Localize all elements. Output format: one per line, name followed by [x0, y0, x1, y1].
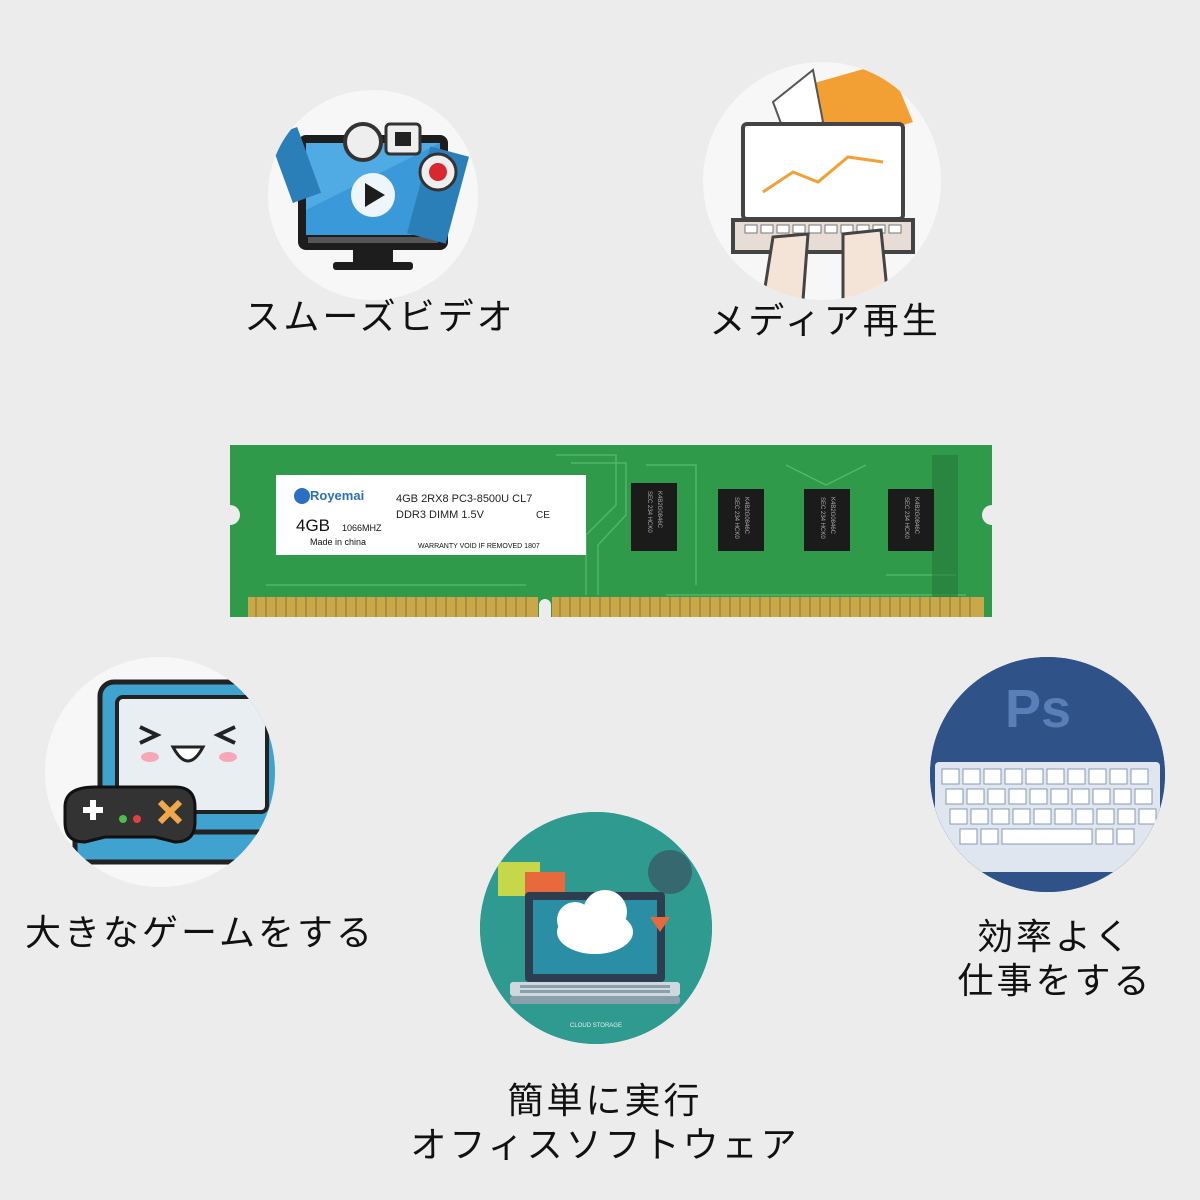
ram-spec-line2: DDR3 DIMM 1.5V	[396, 509, 485, 521]
svg-text:K4B2G0846C: K4B2G0846C	[829, 497, 835, 535]
efficient-work-icon-circle: Ps	[930, 657, 1165, 892]
ps-logo-text: Ps	[1005, 679, 1071, 739]
smooth-video-caption: スムーズビデオ	[244, 297, 516, 338]
video-player-icon	[268, 122, 469, 270]
svg-text:SEC 234 HCK0: SEC 234 HCK0	[819, 497, 825, 539]
media-playback-icon-circle	[703, 62, 941, 300]
ram-contacts-right	[552, 597, 984, 617]
svg-text:SEC 234 HCK0: SEC 234 HCK0	[733, 497, 739, 539]
big-games-caption: 大きなゲームをする	[25, 913, 375, 954]
cloud-laptop-icon: CLOUD STORAGE	[480, 812, 712, 1044]
ram-chip-2: SEC 234 HCK0 K4B2G0846C	[718, 489, 764, 551]
svg-text:SEC 234 HCK0: SEC 234 HCK0	[646, 491, 652, 533]
ram-origin: Made in china	[310, 537, 366, 547]
ram-module: Royemai 4GB 2RX8 PC3-8500U CL7 DDR3 DIMM…	[226, 445, 996, 620]
ram-warranty: WARRANTY VOID IF REMOVED 1807	[418, 543, 540, 550]
photoshop-keyboard-icon: Ps	[930, 657, 1165, 892]
svg-text:K4B2G0846C: K4B2G0846C	[743, 497, 749, 535]
ram-frequency: 1066MHZ	[342, 523, 382, 533]
smooth-video-icon-circle	[268, 90, 478, 300]
ram-contacts-left	[248, 597, 538, 617]
ram-chip-3: SEC 234 HCK0 K4B2G0846C	[804, 489, 850, 551]
office-software-icon-circle: CLOUD STORAGE	[480, 812, 712, 1044]
ram-cert-marks: CE	[536, 510, 550, 521]
laptop-typing-icon	[731, 62, 915, 300]
svg-text:K4B2G0846C: K4B2G0846C	[656, 491, 662, 529]
ram-capacity: 4GB	[296, 516, 330, 535]
ram-spec-line1: 4GB 2RX8 PC3-8500U CL7	[396, 493, 532, 505]
efficient-work-caption: 効率よく 仕事をする	[957, 917, 1153, 1002]
cloud-storage-label: CLOUD STORAGE	[570, 1023, 622, 1029]
media-playback-caption: メディア再生	[709, 301, 941, 342]
ram-brand: Royemai	[310, 488, 364, 503]
office-software-caption: 簡単に実行 オフィスソフトウェア	[410, 1081, 800, 1166]
big-games-icon-circle	[45, 657, 275, 887]
svg-text:SEC 234 HCK0: SEC 234 HCK0	[903, 497, 909, 539]
ram-chip-4: SEC 234 HCK0 K4B2G0846C	[888, 489, 934, 551]
ram-chip-1: SEC 234 HCK0 K4B2G0846C	[631, 483, 677, 551]
game-monitor-icon	[63, 679, 275, 865]
ram-module-graphic: Royemai 4GB 2RX8 PC3-8500U CL7 DDR3 DIMM…	[230, 445, 992, 617]
svg-text:K4B2G0846C: K4B2G0846C	[913, 497, 919, 535]
